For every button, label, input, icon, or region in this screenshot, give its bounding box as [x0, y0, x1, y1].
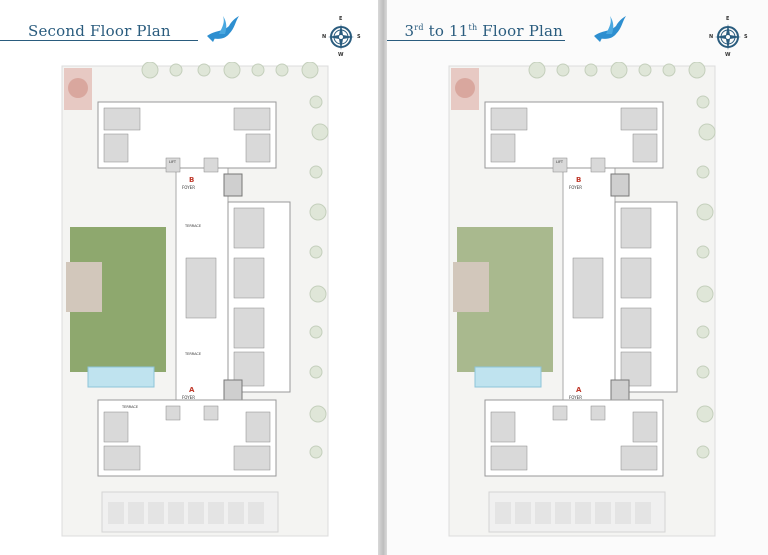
compass-rose-icon: E N S W — [705, 14, 751, 60]
lift-label: LIFT — [169, 160, 177, 164]
right-page: 3rd to 11th Floor Plan E N S W — [387, 0, 768, 555]
foyer-a-label: FOYER — [569, 395, 582, 400]
wing-b-mark: B — [189, 176, 194, 184]
terrace-top-label: TERRACE — [184, 224, 201, 228]
wing-a-mark: A — [576, 386, 582, 394]
compass-e-label: E — [339, 16, 343, 22]
title-sup: th — [468, 23, 478, 32]
title-part: 3 — [404, 22, 415, 40]
terrace-left-label: TERRACE — [121, 405, 138, 409]
page-title: 3rd to 11th Floor Plan — [405, 22, 563, 40]
title-underline — [0, 40, 198, 41]
compass-e-label: E — [726, 16, 730, 22]
wing-b-mark: B — [576, 176, 581, 184]
floor-plan-drawing: B FOYER A FOYER LIFT — [448, 62, 716, 537]
page-title: Second Floor Plan — [28, 22, 171, 40]
compass-s-label: S — [744, 34, 748, 40]
title-sup: rd — [414, 23, 424, 32]
terrace-mid-label: TERRACE — [184, 352, 201, 356]
compass-rose-icon: E N S W — [318, 14, 364, 60]
title-underline — [387, 40, 565, 41]
title-part: to 11 — [423, 22, 469, 40]
foyer-b-label: FOYER — [569, 185, 582, 190]
compass-w-label: W — [725, 52, 731, 58]
page-header: Second Floor Plan — [0, 18, 200, 44]
floor-plan-drawing: B FOYER A FOYER TERRACE TERRACE TERRACE … — [61, 62, 329, 537]
page-header: 3rd to 11th Floor Plan — [387, 18, 567, 44]
title-part: Floor Plan — [477, 22, 563, 40]
compass-n-label: N — [322, 34, 327, 40]
lift-label: LIFT — [556, 160, 564, 164]
bird-logo-icon — [207, 16, 239, 42]
bird-logo-icon — [594, 16, 626, 42]
left-page: Second Floor Plan E N S W — [0, 0, 381, 555]
compass-w-label: W — [338, 52, 344, 58]
wing-a-mark: A — [189, 386, 195, 394]
compass-n-label: N — [709, 34, 714, 40]
compass-s-label: S — [357, 34, 361, 40]
foyer-b-label: FOYER — [182, 185, 195, 190]
foyer-a-label: FOYER — [182, 395, 195, 400]
